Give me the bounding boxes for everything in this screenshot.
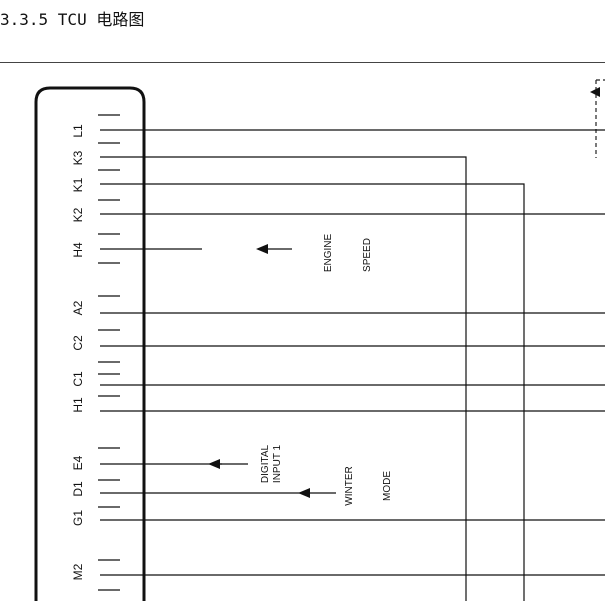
pin-stubs <box>98 114 120 591</box>
input-arrows <box>208 244 336 498</box>
mode-label: MODE <box>382 471 393 501</box>
pin-label: E4 <box>71 455 85 470</box>
pin-label: D1 <box>71 481 85 497</box>
pin-label: A2 <box>71 300 85 315</box>
page-heading: 3.3.5 TCU 电路图 <box>0 10 145 29</box>
pin-label: K3 <box>71 150 85 165</box>
arrow-head-engine-speed <box>256 244 268 254</box>
pin-label: K2 <box>71 207 85 222</box>
pin-label: M2 <box>71 563 85 580</box>
pin-label: K1 <box>71 177 85 192</box>
pin-label: H1 <box>71 397 85 413</box>
pin-label: C1 <box>71 371 85 387</box>
digital-label: DIGITAL <box>260 444 271 483</box>
dashed-connector-box <box>595 79 605 158</box>
arrow-head-dashed-box <box>590 87 600 97</box>
pin-label: G1 <box>71 510 85 526</box>
wire-k3 <box>100 156 467 601</box>
annotations: ENGINE SPEED DIGITAL INPUT 1 WINTER MODE <box>260 234 393 506</box>
speed-label: SPEED <box>362 238 373 272</box>
pin-label: H4 <box>71 242 85 258</box>
pin-label: L1 <box>71 124 85 138</box>
connector-outline <box>34 86 146 601</box>
winter-label: WINTER <box>344 466 355 505</box>
pin-labels: L1 K3 K1 K2 H4 A2 C2 H1 C1 E4 D1 G1 M2 <box>71 124 85 580</box>
engine-label: ENGINE <box>323 234 334 273</box>
arrow-head-digital-input <box>208 459 220 469</box>
wire-k1 <box>100 183 525 601</box>
heading-rule <box>0 62 605 63</box>
input1-label: INPUT 1 <box>272 444 283 483</box>
pin-label: C2 <box>71 335 85 351</box>
arrow-head-winter-mode <box>298 488 310 498</box>
wires <box>100 129 605 601</box>
